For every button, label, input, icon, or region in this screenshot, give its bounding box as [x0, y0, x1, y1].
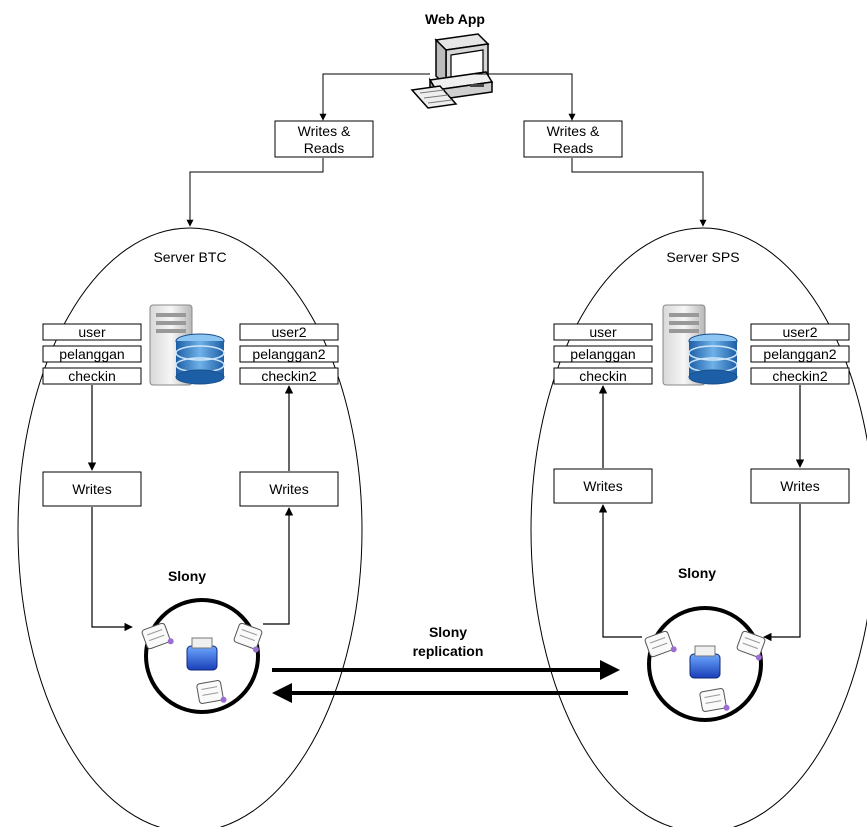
desktop-computer-icon	[410, 33, 494, 109]
btc-writes-left: Writes	[42, 471, 142, 507]
sps-writes-left: Writes	[553, 468, 653, 504]
sps-slony-label: Slony	[678, 565, 716, 581]
table-name: user	[78, 324, 106, 340]
channel-box-sps: Writes & Reads	[523, 120, 623, 158]
btc-flow-arrows	[87, 385, 294, 632]
table-name: user2	[271, 324, 306, 340]
svg-text:Writes: Writes	[269, 481, 308, 497]
replication-arrows	[272, 660, 628, 703]
svg-text:Writes: Writes	[780, 478, 819, 494]
table-name: pelanggan2	[763, 346, 836, 362]
table-name: checkin2	[772, 368, 827, 384]
webapp-connectors	[319, 73, 576, 121]
channel-box-btc: Writes & Reads	[274, 120, 374, 158]
database-server-icon	[149, 304, 225, 386]
btc-right-table-list: user2 pelanggan2 checkin2	[239, 323, 339, 385]
svg-text:Writes &: Writes &	[547, 123, 600, 139]
sps-left-table-list: user pelanggan checkin	[553, 323, 653, 385]
table-name: pelanggan2	[252, 346, 325, 362]
table-name: pelanggan	[570, 346, 635, 362]
server-sps-label: Server SPS	[666, 249, 739, 265]
btc-left-table-list: user pelanggan checkin	[42, 323, 142, 385]
server-btc-boundary	[17, 227, 363, 832]
table-name: checkin	[68, 368, 115, 384]
table-name: checkin2	[261, 368, 316, 384]
table-name: user2	[782, 324, 817, 340]
btc-writes-right: Writes	[239, 471, 339, 507]
table-name: pelanggan	[59, 346, 124, 362]
server-btc-label: Server BTC	[153, 249, 226, 265]
sps-flow-arrows	[598, 385, 805, 642]
slony-replication-cycle-icon	[141, 598, 263, 714]
channel-connectors	[186, 158, 707, 227]
btc-slony-label: Slony	[168, 568, 206, 584]
svg-text:Reads: Reads	[553, 140, 593, 156]
sps-writes-right: Writes	[750, 468, 850, 504]
database-server-icon	[662, 304, 738, 386]
replication-label-line1: Slony	[429, 624, 467, 640]
slony-replication-cycle-icon	[644, 606, 766, 722]
server-sps-boundary	[530, 227, 867, 832]
svg-text:Writes &: Writes &	[298, 123, 351, 139]
sps-right-table-list: user2 pelanggan2 checkin2	[750, 323, 850, 385]
svg-text:Writes: Writes	[72, 481, 111, 497]
svg-text:Writes: Writes	[583, 478, 622, 494]
table-name: user	[589, 324, 617, 340]
table-name: checkin	[579, 368, 626, 384]
replication-label-line2: replication	[413, 643, 484, 659]
web-app-label: Web App	[425, 11, 485, 27]
svg-text:Reads: Reads	[304, 140, 344, 156]
